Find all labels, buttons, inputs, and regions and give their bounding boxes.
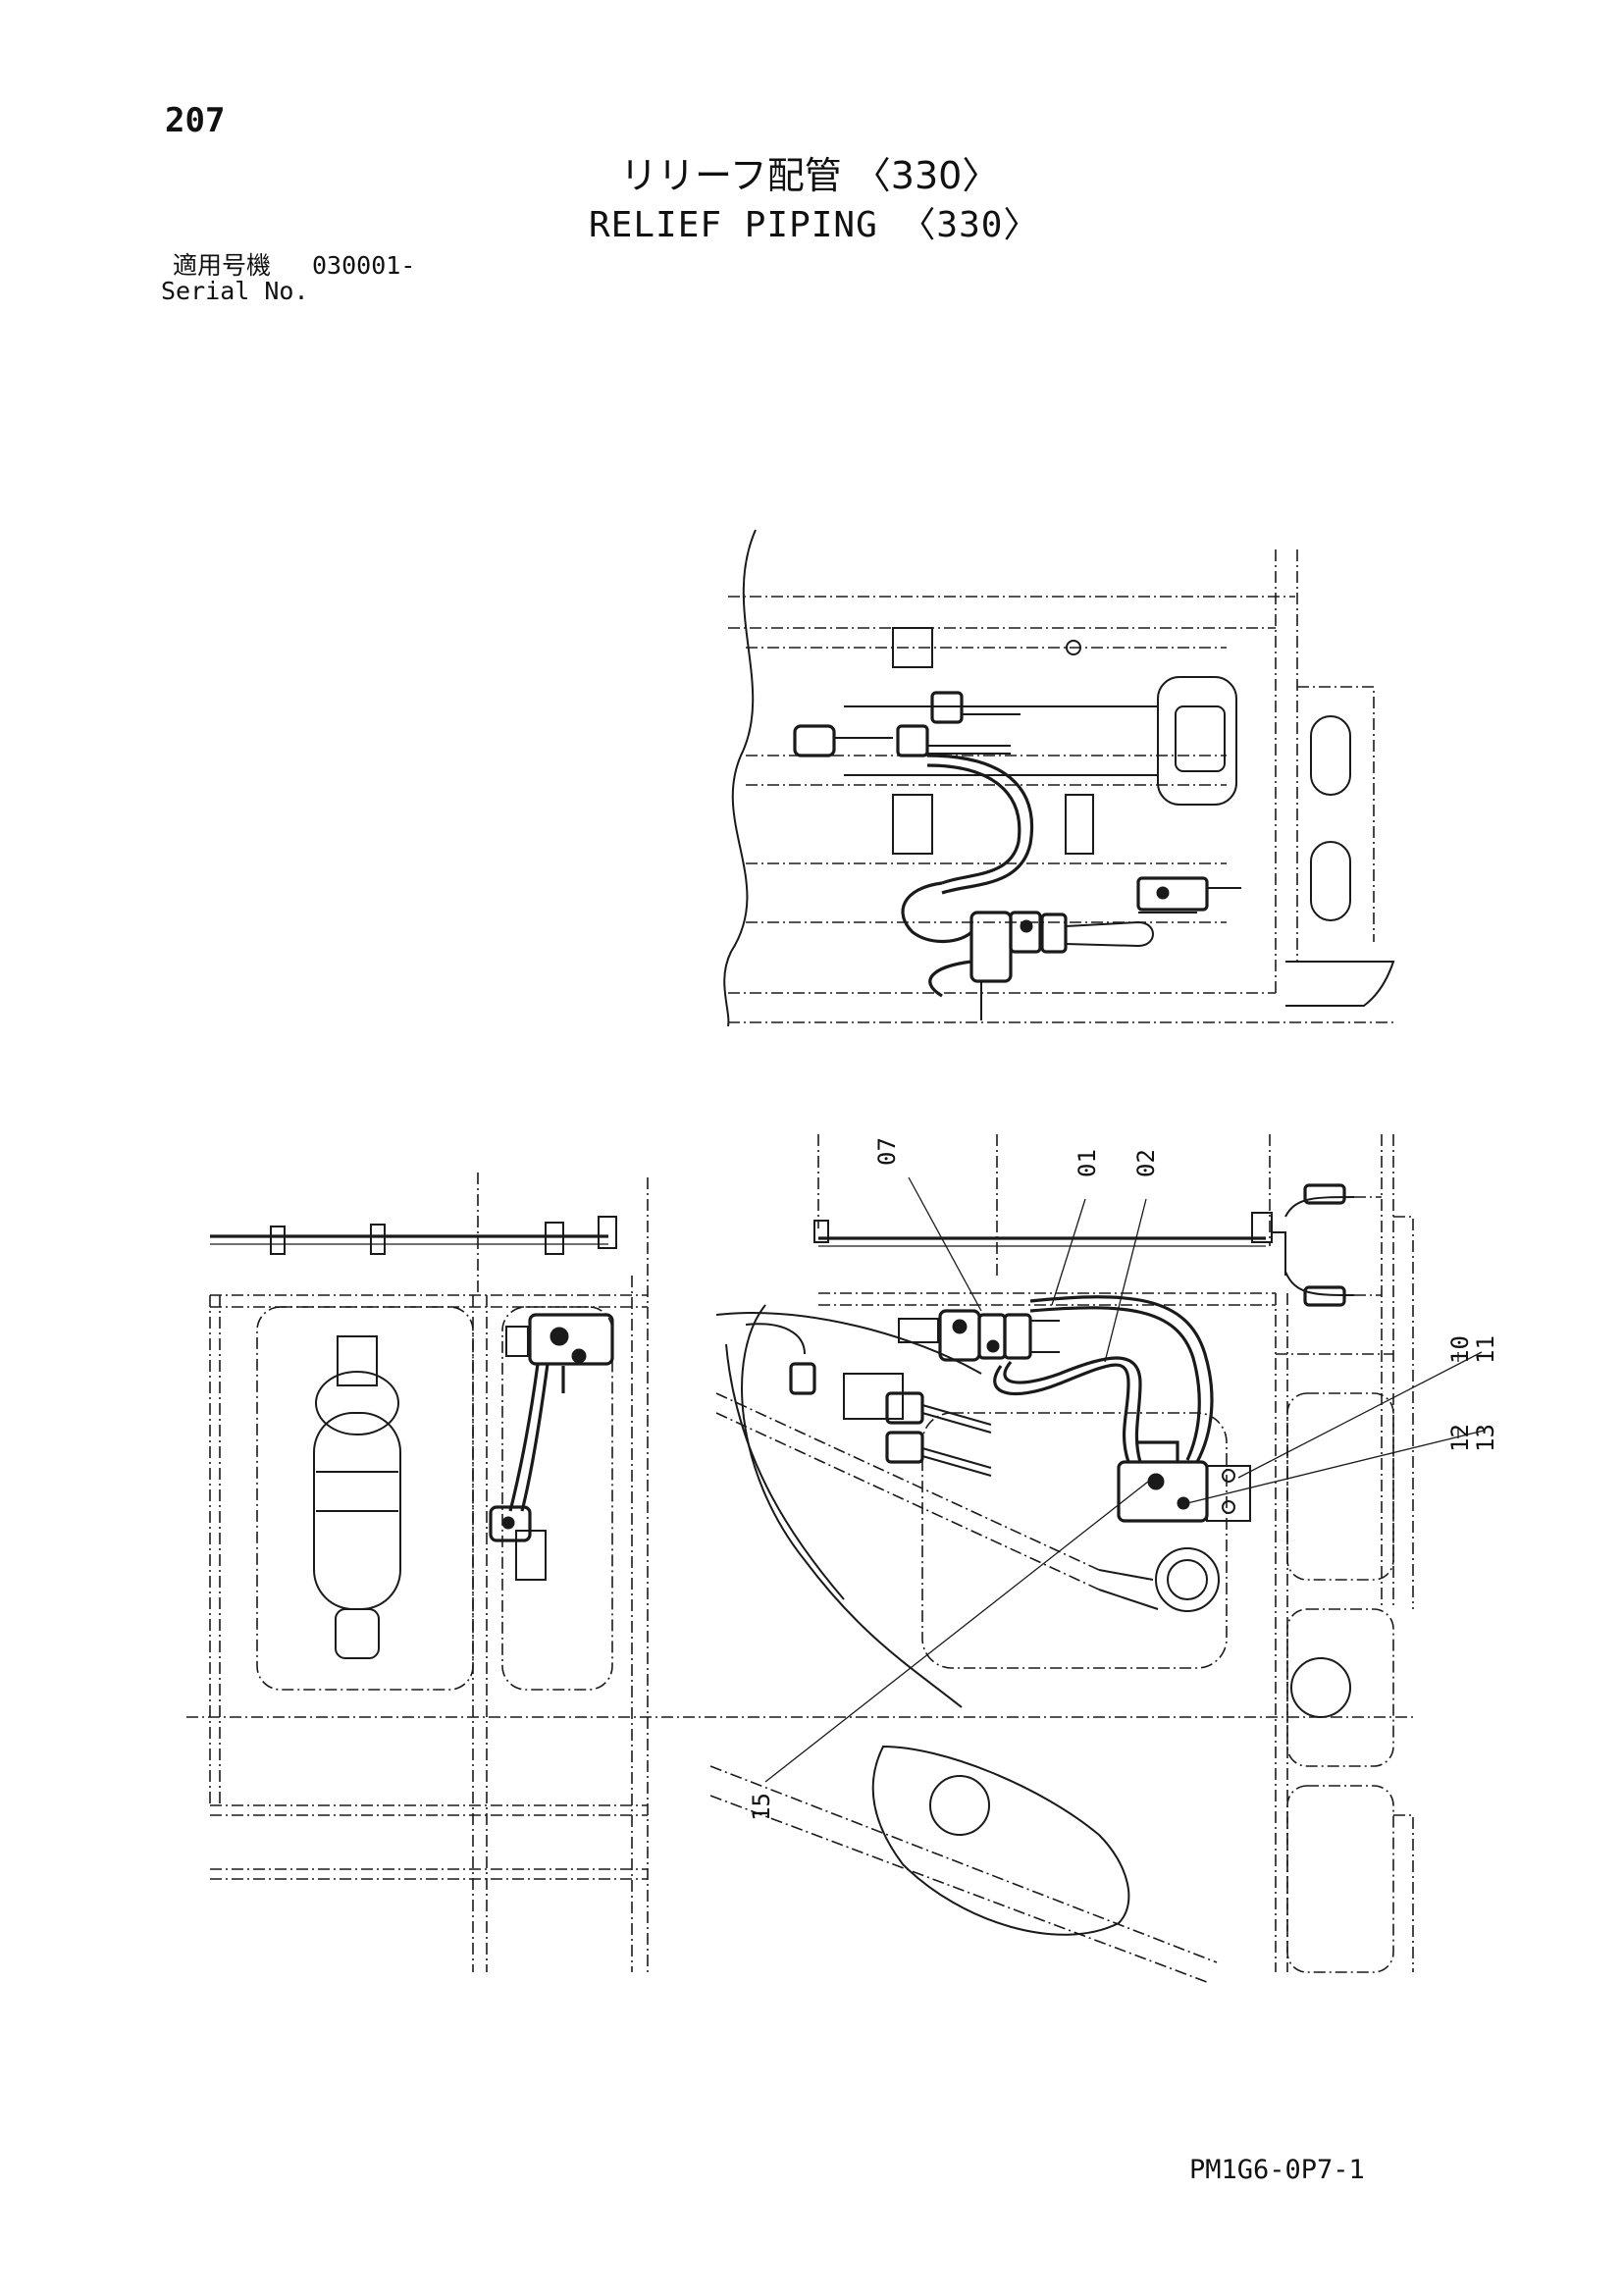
- callout-10: 10: [1446, 1335, 1474, 1364]
- drawing-code: PM1G6-0P7-1: [1189, 2155, 1365, 2185]
- callout-02: 02: [1132, 1149, 1160, 1177]
- callout-01: 01: [1073, 1149, 1101, 1177]
- page-title-japanese: リリーフ配管 〈330〉: [620, 154, 1000, 197]
- callout-11: 11: [1472, 1335, 1499, 1364]
- callout-07: 07: [873, 1137, 901, 1166]
- serial-label-japanese: 適用号機: [173, 251, 272, 280]
- detail-view-drawing: [186, 1134, 1485, 1983]
- callout-15: 15: [748, 1793, 775, 1821]
- top-view-drawing: [723, 529, 1395, 1027]
- callout-12: 12: [1446, 1424, 1474, 1452]
- callout-13: 13: [1472, 1424, 1499, 1452]
- page-title-english: RELIEF PIPING 〈330〉: [589, 205, 1040, 245]
- serial-label-english: Serial No.: [161, 277, 309, 305]
- serial-number-range: 030001-: [312, 251, 416, 280]
- callout-labels: 07 01 02 10 11 12 13 15: [748, 1137, 1499, 1821]
- page-number: 207: [165, 101, 226, 140]
- side-view-drawing: [209, 1173, 649, 1972]
